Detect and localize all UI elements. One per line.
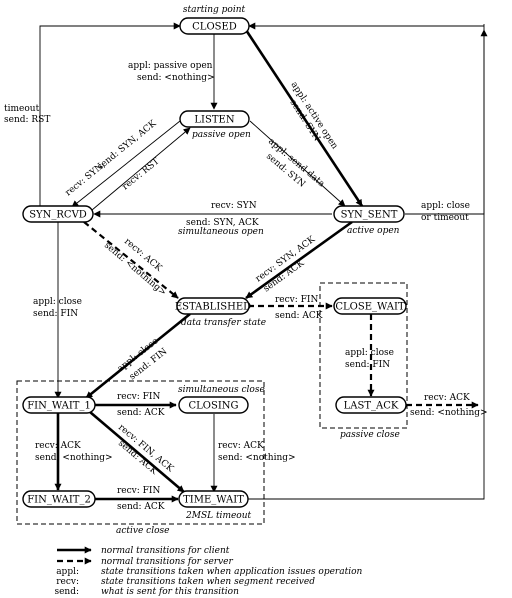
state-syn-sent: SYN_SENT <box>333 205 405 223</box>
label-fw1-fw2-1: recv: ACK <box>35 441 81 451</box>
legend-send-key: send: <box>54 587 79 597</box>
label-synrcvd-fw1-1: appl: close <box>33 297 82 307</box>
arrow-established-to-finwait1 <box>85 312 191 400</box>
state-fin-wait-1: FIN_WAIT_1 <box>22 396 96 414</box>
active-open-note: active open <box>347 226 400 236</box>
label-closing-tw-2: send: <nothing> <box>218 453 296 463</box>
label-la-closed-2: send: <nothing> <box>410 408 488 418</box>
legend-recv-text: state transitions taken when segment rec… <box>101 577 315 587</box>
label-fw1-fw2-2: send: <nothing> <box>35 453 113 463</box>
state-last-ack-label: LAST_ACK <box>344 401 399 412</box>
passive-close-note: passive close <box>340 430 400 440</box>
label-synsent-closed-2: or timeout <box>421 213 469 223</box>
legend: normal transitions for client normal tra… <box>54 546 362 597</box>
state-syn-rcvd-label: SYN_RCVD <box>29 210 87 221</box>
label-fw1-closing-1: recv: FIN <box>117 392 160 402</box>
label-cw-la-2: send: FIN <box>345 360 390 370</box>
state-established-label: ESTABLISHED <box>175 302 251 313</box>
state-syn-sent-label: SYN_SENT <box>341 210 398 221</box>
passive-open-note: passive open <box>192 130 251 140</box>
arrow-timewait-to-closed <box>248 29 488 500</box>
label-est-cw-2: send: ACK <box>275 311 323 321</box>
label-synrcvd-closed-2: send: RST <box>4 115 50 125</box>
active-close-note: active close <box>116 526 169 536</box>
state-syn-rcvd: SYN_RCVD <box>22 205 94 223</box>
label-la-closed-1: recv: ACK <box>424 393 470 403</box>
state-time-wait-label: TIME_WAIT <box>183 495 244 506</box>
state-close-wait-label: CLOSE_WAIT <box>335 302 405 313</box>
state-time-wait: TIME_WAIT <box>178 490 249 508</box>
label-est-cw-1: recv: FIN <box>275 295 318 305</box>
label-closing-tw-1: recv: ACK <box>218 441 264 451</box>
label-fw2-tw-2: send: ACK <box>117 502 165 512</box>
state-closing: CLOSING <box>178 396 249 414</box>
twomsl-timeout-note: 2MSL timeout <box>185 511 252 521</box>
legend-client-text: normal transitions for client <box>101 546 230 556</box>
state-fin-wait-2-label: FIN_WAIT_2 <box>27 495 91 506</box>
state-closing-label: CLOSING <box>188 401 238 412</box>
simultaneous-close-note: simultaneous close <box>178 385 265 395</box>
label-closed-listen-2: send: <nothing> <box>137 73 215 83</box>
legend-server-text: normal transitions for server <box>101 557 233 567</box>
label-synsent-synrcvd-2: send: SYN, ACK <box>186 218 259 228</box>
state-last-ack: LAST_ACK <box>335 396 407 414</box>
label-synrcvd-closed-1: timeout <box>4 104 40 114</box>
label-synsent-closed-1: appl: close <box>421 201 470 211</box>
label-fw2-tw-1: recv: FIN <box>117 486 160 496</box>
simultaneous-open-note: simultaneous open <box>178 227 264 237</box>
arrow-closed-to-synsent <box>244 29 364 207</box>
arrow-synsent-to-closed <box>405 24 485 215</box>
arrow-synrcvd-to-established <box>83 221 179 299</box>
label-fw1-closing-2: send: ACK <box>117 408 165 418</box>
arrow-listen-to-synrcvd <box>71 120 181 208</box>
arrow-finwait1-to-timewait <box>89 411 185 493</box>
arrow-synsent-to-established <box>245 220 353 300</box>
legend-recv-key: recv: <box>56 577 79 587</box>
simultaneous-close-region <box>16 380 265 525</box>
legend-appl-key: appl: <box>56 567 79 577</box>
state-listen-label: LISTEN <box>194 115 234 126</box>
state-close-wait: CLOSE_WAIT <box>333 297 407 315</box>
label-synrcvd-listen: recv: RST <box>121 156 162 192</box>
state-closed: CLOSED <box>179 17 250 35</box>
label-cw-la-1: appl: close <box>345 348 394 358</box>
state-fin-wait-2: FIN_WAIT_2 <box>22 490 96 508</box>
starting-point-note: starting point <box>183 5 246 15</box>
label-closed-listen-1: appl: passive open <box>128 61 213 71</box>
arrow-synrcvd-to-listen <box>91 127 191 211</box>
state-established: ESTABLISHED <box>175 297 251 315</box>
label-synrcvd-fw1-2: send: FIN <box>33 309 78 319</box>
arrow-listen-to-synsent <box>249 120 346 207</box>
label-synsent-synrcvd-1: recv: SYN <box>211 201 257 211</box>
state-fin-wait-1-label: FIN_WAIT_1 <box>27 401 91 412</box>
state-closed-label: CLOSED <box>192 22 237 33</box>
legend-appl-text: state transitions taken when application… <box>101 567 363 577</box>
state-listen: LISTEN <box>179 110 250 128</box>
legend-send-text: what is sent for this transition <box>101 587 239 597</box>
passive-close-region <box>319 282 408 429</box>
data-transfer-state-note: data transfer state <box>181 318 266 328</box>
arrow-synrcvd-to-closed <box>39 22 181 206</box>
